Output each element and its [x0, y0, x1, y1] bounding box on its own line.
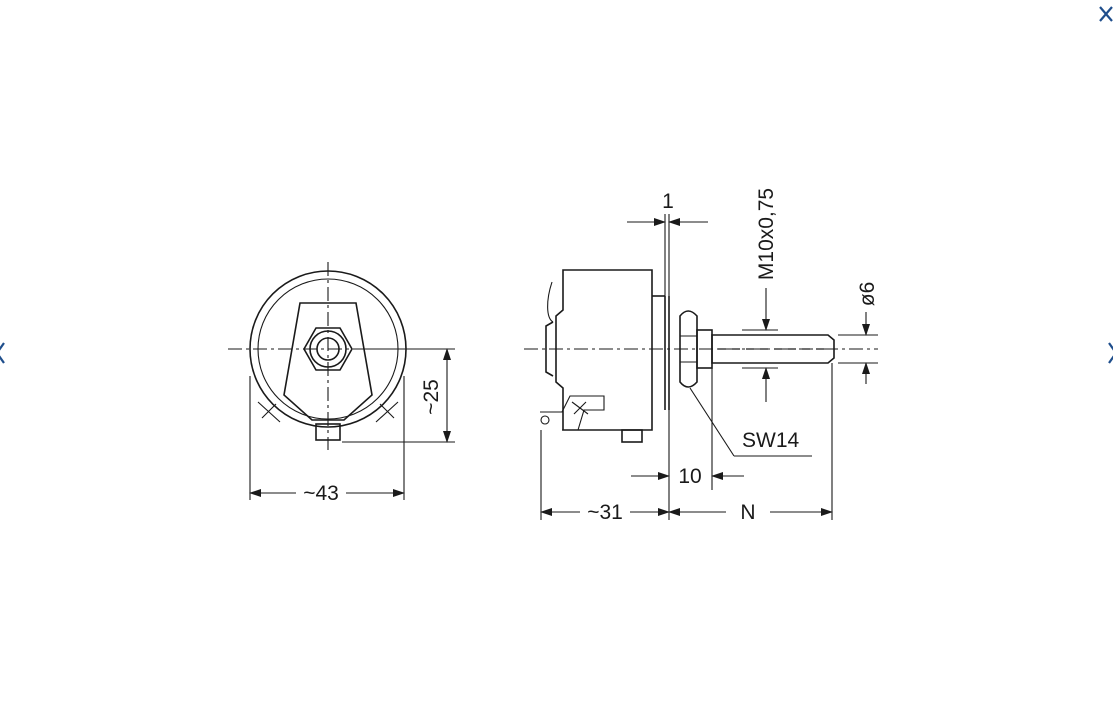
- front-width-label: ~43: [303, 482, 339, 505]
- dim-10-label: 10: [678, 465, 701, 488]
- side-terminal: [540, 395, 605, 431]
- thread-label: M10x0,75: [755, 188, 778, 280]
- front-terminal: [315, 423, 341, 441]
- next-button[interactable]: [1099, 336, 1113, 366]
- dim-n-label: N: [740, 501, 755, 524]
- front-height-label: ~25: [420, 379, 443, 415]
- dim-1-label: 1: [662, 190, 674, 213]
- side-rear-boss: [545, 321, 554, 377]
- side-terminal-eye: [540, 415, 550, 425]
- front-lug-left: [257, 401, 281, 423]
- side-shaft: [711, 334, 835, 364]
- front-lug-right: [375, 401, 399, 423]
- prev-button[interactable]: [0, 336, 14, 366]
- front-bushing: [309, 330, 347, 368]
- side-view: 1 M10x0,75 ø6 SW14 10 ~31 N: [524, 188, 879, 524]
- close-button[interactable]: [1092, 2, 1113, 28]
- chevron-left-icon: [0, 342, 5, 364]
- side-terminal-bottom: [621, 429, 643, 443]
- front-shaft: [316, 337, 340, 361]
- close-icon: [1099, 6, 1113, 22]
- front-nut-hex: [303, 327, 353, 371]
- chevron-right-icon: [1108, 342, 1113, 364]
- side-terminal-cross: [571, 401, 589, 415]
- side-lug-top: [547, 281, 554, 323]
- side-nut: [679, 310, 698, 388]
- front-wiper-plate: [283, 302, 373, 421]
- dim-31-label: ~31: [587, 501, 623, 524]
- front-view: ~43 ~25: [228, 262, 455, 505]
- dia-label: ø6: [856, 282, 879, 307]
- side-body: [555, 269, 653, 431]
- sw-label: SW14: [742, 429, 800, 452]
